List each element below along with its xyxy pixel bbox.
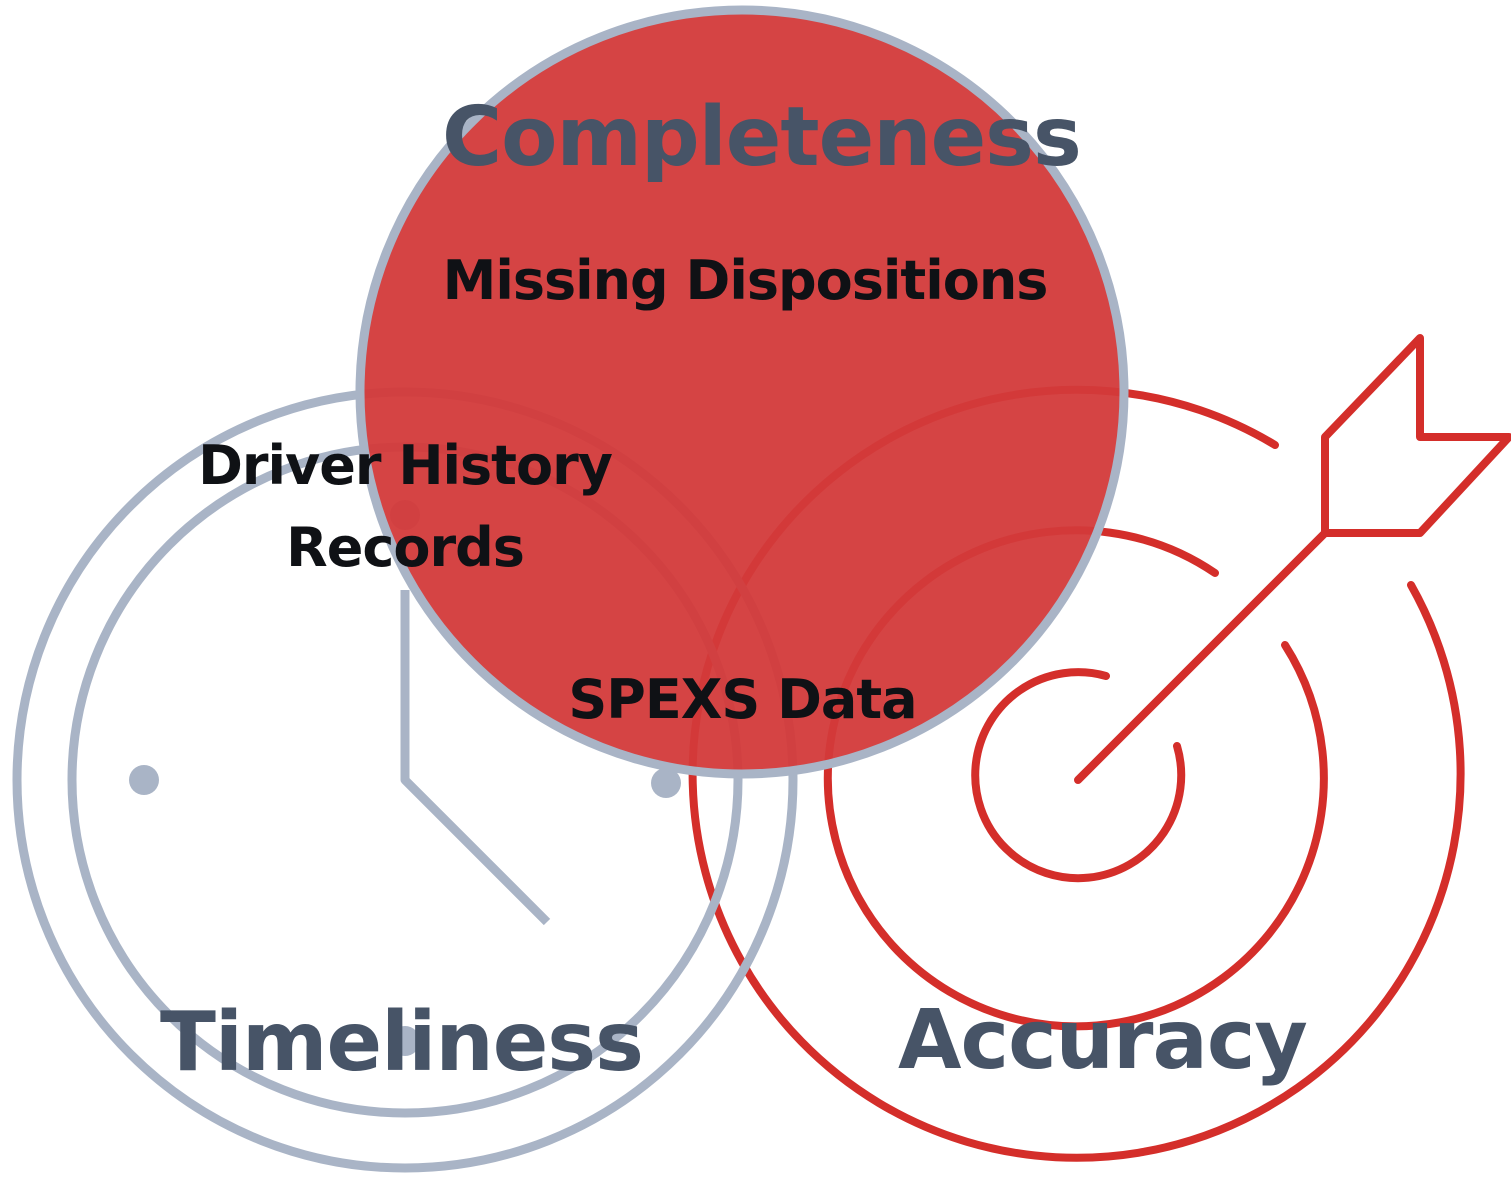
clock-dot-3 [651,768,681,798]
timeliness-label: Timeliness [160,995,644,1090]
clock-dot-9 [129,765,159,795]
target-inner-ring [971,668,1186,883]
driver-history-label-line2: Records [286,516,525,579]
completeness-circle [355,5,1129,779]
completeness-label: Completeness [442,90,1082,185]
driver-history-label-line1: Driver History [198,434,613,497]
clock-dot-6 [390,1026,420,1056]
clock-hands [400,590,551,926]
arrow-shaft [1074,529,1329,784]
accuracy-label: Accuracy [898,993,1308,1088]
missing-dispositions-label: Missing Dispositions [442,249,1049,312]
arrow-fletching [1321,334,1511,537]
spexs-data-label: SPEXS Data [568,668,917,731]
